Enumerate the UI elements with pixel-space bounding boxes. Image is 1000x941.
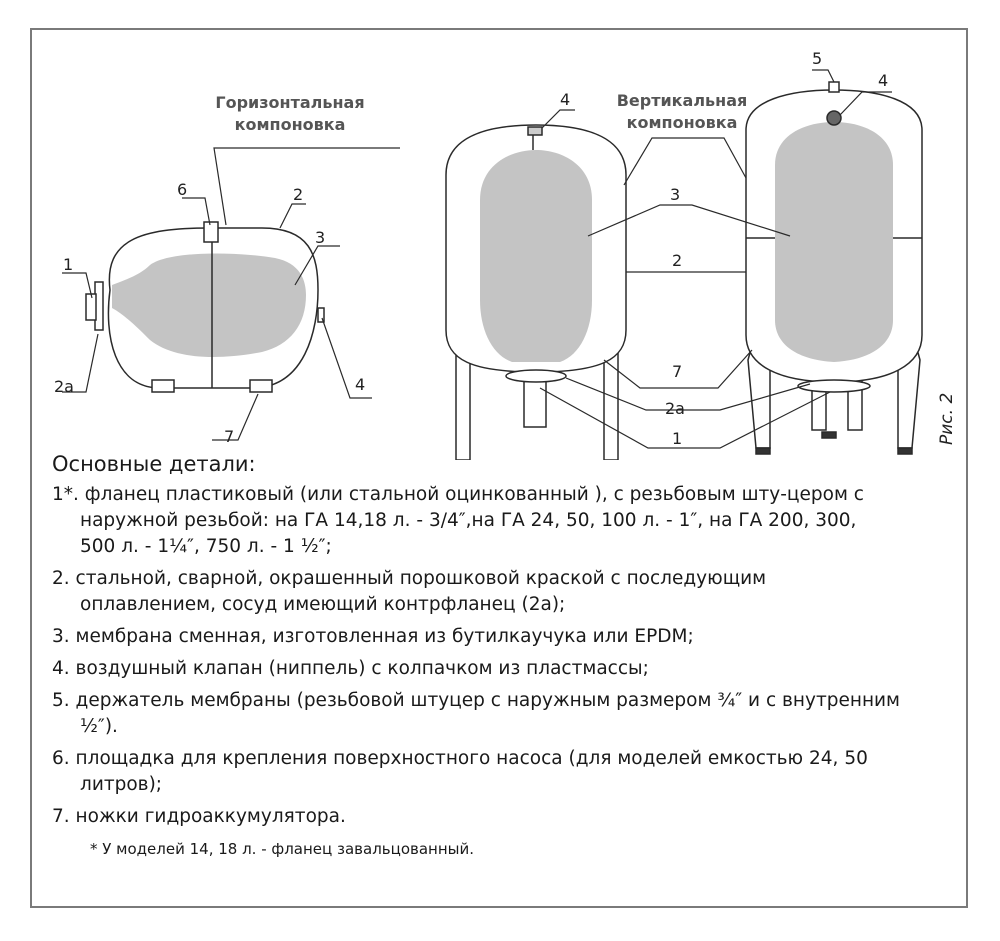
tank-diagram: Горизонтальная компоновка Вертикальная к… <box>54 49 957 460</box>
callout-m-2: 2 <box>672 251 682 270</box>
figure-frame <box>30 28 968 908</box>
detail-item-6: 6. площадка для крепления поверхностного… <box>52 746 972 798</box>
detail-text-cont: литров); <box>80 774 163 795</box>
detail-text: стальной, сварной, окрашенный порошковой… <box>75 568 767 589</box>
detail-item-5: 5. держатель мембраны (резьбовой штуцер … <box>52 688 972 740</box>
detail-item-4: 4. воздушный клапан (ниппель) с колпачко… <box>52 656 972 682</box>
horizontal-leader-lines <box>62 147 400 441</box>
horizontal-tank <box>85 221 325 393</box>
detail-num: 5. <box>52 690 70 711</box>
detail-text-cont: оплавлением, сосуд имеющий контрфланец (… <box>80 594 566 615</box>
detail-text: держатель мембраны (резьбовой штуцер с н… <box>75 690 901 711</box>
callout-m-3: 3 <box>670 185 680 204</box>
callout-h-2: 2 <box>293 185 303 204</box>
detail-text: ножки гидроаккумулятора. <box>75 806 346 827</box>
callout-h-1: 1 <box>63 255 73 274</box>
figure-label: Рис. 2 <box>937 393 957 445</box>
detail-text: воздушный клапан (ниппель) с колпачком и… <box>75 658 649 679</box>
details-section: Основные детали: 1*. фланец пластиковый … <box>52 452 972 858</box>
vertical-tank-right <box>745 81 923 455</box>
heading-vertical-line1: Вертикальная <box>617 91 748 110</box>
detail-num: 6. <box>52 748 70 769</box>
details-title: Основные детали: <box>52 452 256 476</box>
leader-vl-4 <box>541 109 575 129</box>
detail-text: площадка для крепления поверхностного на… <box>75 748 868 769</box>
detail-text: фланец пластиковый (или стальной оцинков… <box>84 484 864 505</box>
callout-h-2a: 2a <box>54 377 74 396</box>
detail-item-7: 7. ножки гидроаккумулятора. <box>52 804 972 830</box>
callout-h-4: 4 <box>355 375 365 394</box>
detail-text: мембрана сменная, изготовленная из бутил… <box>75 626 694 647</box>
detail-num: 3. <box>52 626 70 647</box>
callout-vr-4: 4 <box>878 71 888 90</box>
horizontal-membrane <box>112 253 306 357</box>
vertical-right-leaders <box>812 69 892 116</box>
detail-num: 2. <box>52 568 70 589</box>
detail-text-cont: наружной резьбой: на ГА 14,18 л. - 3/4″,… <box>80 510 857 531</box>
callout-vr-5: 5 <box>812 49 822 68</box>
callout-h-6: 6 <box>177 180 187 199</box>
details-list: 1*. фланец пластиковый (или стальной оци… <box>52 482 972 830</box>
pump-platform <box>203 221 219 243</box>
vertical-right-membrane <box>775 122 893 362</box>
heading-vertical-line2: компоновка <box>627 113 738 132</box>
middle-leader-lines <box>539 137 831 449</box>
detail-item-1: 1*. фланец пластиковый (или стальной оци… <box>52 482 972 560</box>
callout-h-3: 3 <box>315 228 325 247</box>
detail-num: 1*. <box>52 484 79 505</box>
detail-text-cont: ½″). <box>80 716 118 737</box>
detail-num: 4. <box>52 658 70 679</box>
heading-horizontal-line2: компоновка <box>235 115 346 134</box>
callout-h-7: 7 <box>224 427 234 446</box>
callout-m-2a: 2a <box>665 399 685 418</box>
heading-horizontal-line1: Горизонтальная <box>215 93 364 112</box>
callout-m-1: 1 <box>672 429 682 448</box>
detail-item-3: 3. мембрана сменная, изготовленная из бу… <box>52 624 972 650</box>
callout-vl-4: 4 <box>560 90 570 109</box>
detail-text-cont: 500 л. - 1¼″, 750 л. - 1 ½″; <box>80 536 332 557</box>
footnote: * У моделей 14, 18 л. - фланец завальцов… <box>90 840 475 858</box>
callout-m-7: 7 <box>672 362 682 381</box>
vertical-left-membrane <box>480 150 592 362</box>
detail-item-2: 2. стальной, сварной, окрашенный порошко… <box>52 566 972 618</box>
vertical-tank-left <box>445 124 627 460</box>
detail-num: 7. <box>52 806 70 827</box>
